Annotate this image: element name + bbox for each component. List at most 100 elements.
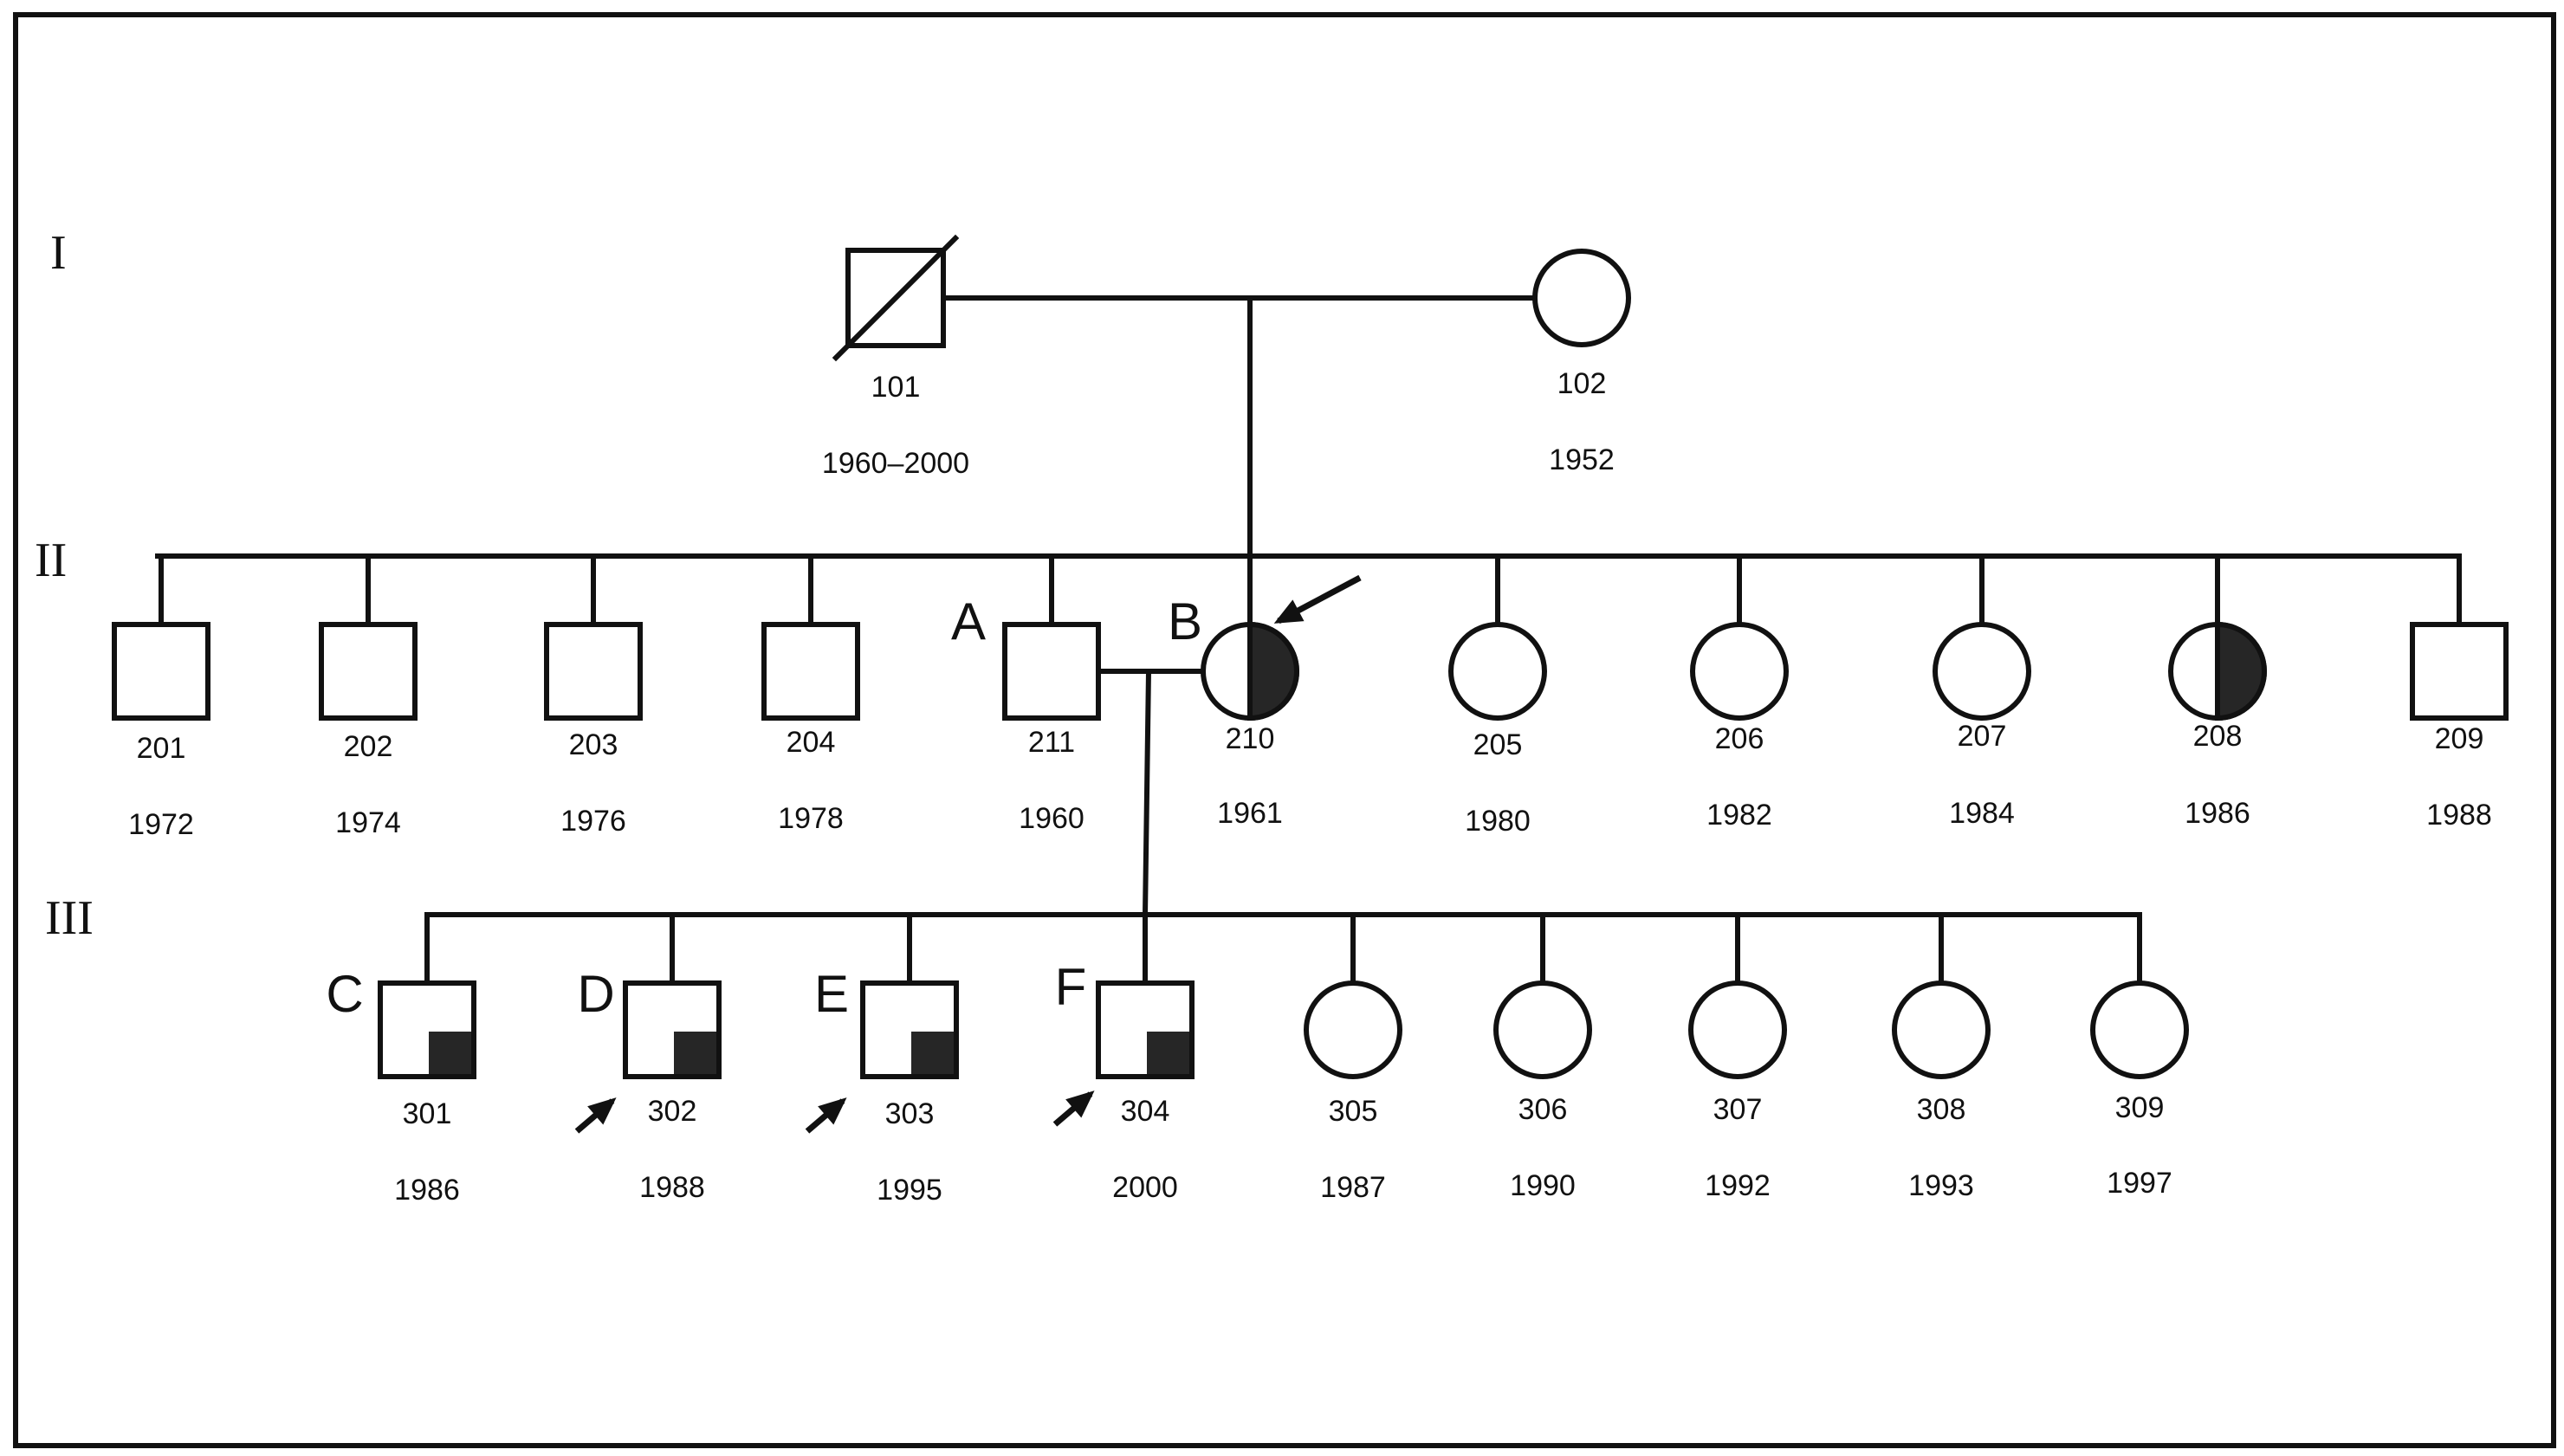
individual-307: 307 1992: [1688, 980, 1787, 1202]
female-circle: [1688, 980, 1787, 1079]
birth-year: 1995: [877, 1174, 942, 1207]
individual-210: 210 1961 B: [1168, 574, 1362, 830]
birth-year: 1992: [1705, 1169, 1771, 1202]
birth-year: 1960: [1019, 802, 1085, 835]
female-circle: [1493, 980, 1592, 1079]
male-square: [544, 622, 643, 721]
female-circle: [1304, 980, 1402, 1079]
connector-lines: [155, 295, 2462, 986]
individual-305: 305 1987: [1304, 980, 1402, 1204]
birth-year: 1980: [1465, 805, 1531, 838]
male-square: [1002, 622, 1101, 721]
birth-year: 1961: [1217, 797, 1283, 830]
frame-border: [13, 12, 2556, 1448]
individual-209: 209 1988: [2410, 622, 2509, 832]
birth-year: 1960–2000: [822, 447, 969, 480]
individual-letter: E: [814, 965, 849, 1023]
affected-quarter-fill: [674, 1032, 716, 1074]
proband-arrow-icon: [1273, 574, 1362, 624]
birth-year: 1988: [2426, 799, 2492, 832]
birth-year: 1986: [2185, 797, 2250, 830]
male-square: [2410, 622, 2509, 721]
individual-id: 305: [1329, 1095, 1378, 1128]
birth-year: 1988: [639, 1171, 705, 1204]
male-square: [319, 622, 418, 721]
birth-year: 1984: [1949, 797, 2015, 830]
generation-label-ii: II: [35, 534, 67, 587]
birth-year: 1986: [394, 1174, 460, 1207]
affected-quarter-fill: [911, 1032, 954, 1074]
individual-id: 309: [2115, 1091, 2165, 1124]
individual-id: 306: [1518, 1093, 1568, 1126]
male-square: [761, 622, 860, 721]
birth-year: 1974: [335, 806, 401, 839]
individual-id: 303: [885, 1097, 935, 1130]
female-circle: [1690, 622, 1789, 721]
individual-301: 301 1986 C: [326, 965, 476, 1207]
individual-303: 303 1995 E: [805, 965, 959, 1207]
female-circle: [1892, 980, 1991, 1079]
male-square: [112, 622, 210, 721]
individual-id: 101: [871, 371, 921, 404]
proband-arrow-icon: [1052, 1090, 1095, 1127]
individual-id: 209: [2435, 722, 2484, 755]
birth-year: 1987: [1320, 1171, 1386, 1204]
affected-quarter-fill: [429, 1032, 471, 1074]
individual-id: 301: [403, 1097, 452, 1130]
individual-id: 206: [1715, 722, 1764, 755]
individual-id: 204: [787, 726, 836, 759]
birth-year: 1978: [778, 802, 844, 835]
generation-label-i: I: [50, 226, 67, 280]
individual-id: 202: [344, 730, 393, 763]
individual-211: 211 1960 A: [951, 592, 1101, 835]
birth-year: 1982: [1706, 799, 1772, 832]
individual-id: 205: [1473, 728, 1523, 761]
individual-id: 201: [137, 732, 186, 765]
individual-id: 211: [1028, 726, 1075, 759]
individual-id: 207: [1958, 720, 2007, 753]
individual-304: 304 2000 F: [1052, 958, 1195, 1204]
individual-101: 101 1960–2000: [822, 234, 969, 480]
individual-102: 102 1952: [1532, 249, 1631, 476]
female-circle: [2090, 980, 2189, 1079]
individual-208: 208 1986: [2168, 621, 2267, 830]
birth-year: 1952: [1549, 443, 1615, 476]
birth-year: 1972: [128, 808, 194, 841]
individual-letter: B: [1168, 592, 1202, 650]
proband-arrow-icon: [574, 1097, 617, 1134]
individual-id: 307: [1713, 1093, 1763, 1126]
individual-letter: C: [326, 965, 363, 1023]
female-circle: [1532, 249, 1631, 347]
female-circle: [1933, 622, 2031, 721]
individual-letter: D: [577, 965, 614, 1023]
affected-quarter-fill: [1147, 1032, 1189, 1074]
birth-year: 1990: [1510, 1169, 1576, 1202]
individual-symbols: 101 1960–2000 102 1952 201 1972 202 1974 2031976…: [112, 234, 2509, 1207]
female-circle: [1448, 622, 1547, 721]
individual-id: 210: [1226, 722, 1275, 755]
descent-line-gen-ii: [1142, 668, 1152, 918]
individual-306: 306 1990: [1493, 980, 1592, 1202]
individual-id: 302: [648, 1095, 697, 1128]
birth-year: 1993: [1908, 1169, 1974, 1202]
generation-label-iii: III: [45, 891, 94, 945]
individual-202: 202 1974: [319, 622, 418, 839]
birth-year: 1976: [560, 805, 626, 838]
affected-half-fill: [2215, 621, 2267, 722]
deceased-slash: [832, 234, 960, 362]
individual-letter: A: [951, 592, 986, 650]
individual-id: 304: [1121, 1095, 1170, 1128]
individual-id: 208: [2193, 720, 2243, 753]
individual-201: 201 1972: [112, 622, 210, 841]
individual-302: 302 1988 D: [574, 965, 722, 1204]
individual-205: 205 1980: [1448, 622, 1547, 838]
birth-year: 2000: [1112, 1171, 1178, 1204]
individual-letter: F: [1055, 958, 1087, 1016]
individual-id: 102: [1557, 367, 1607, 400]
proband-arrow-icon: [805, 1097, 847, 1134]
